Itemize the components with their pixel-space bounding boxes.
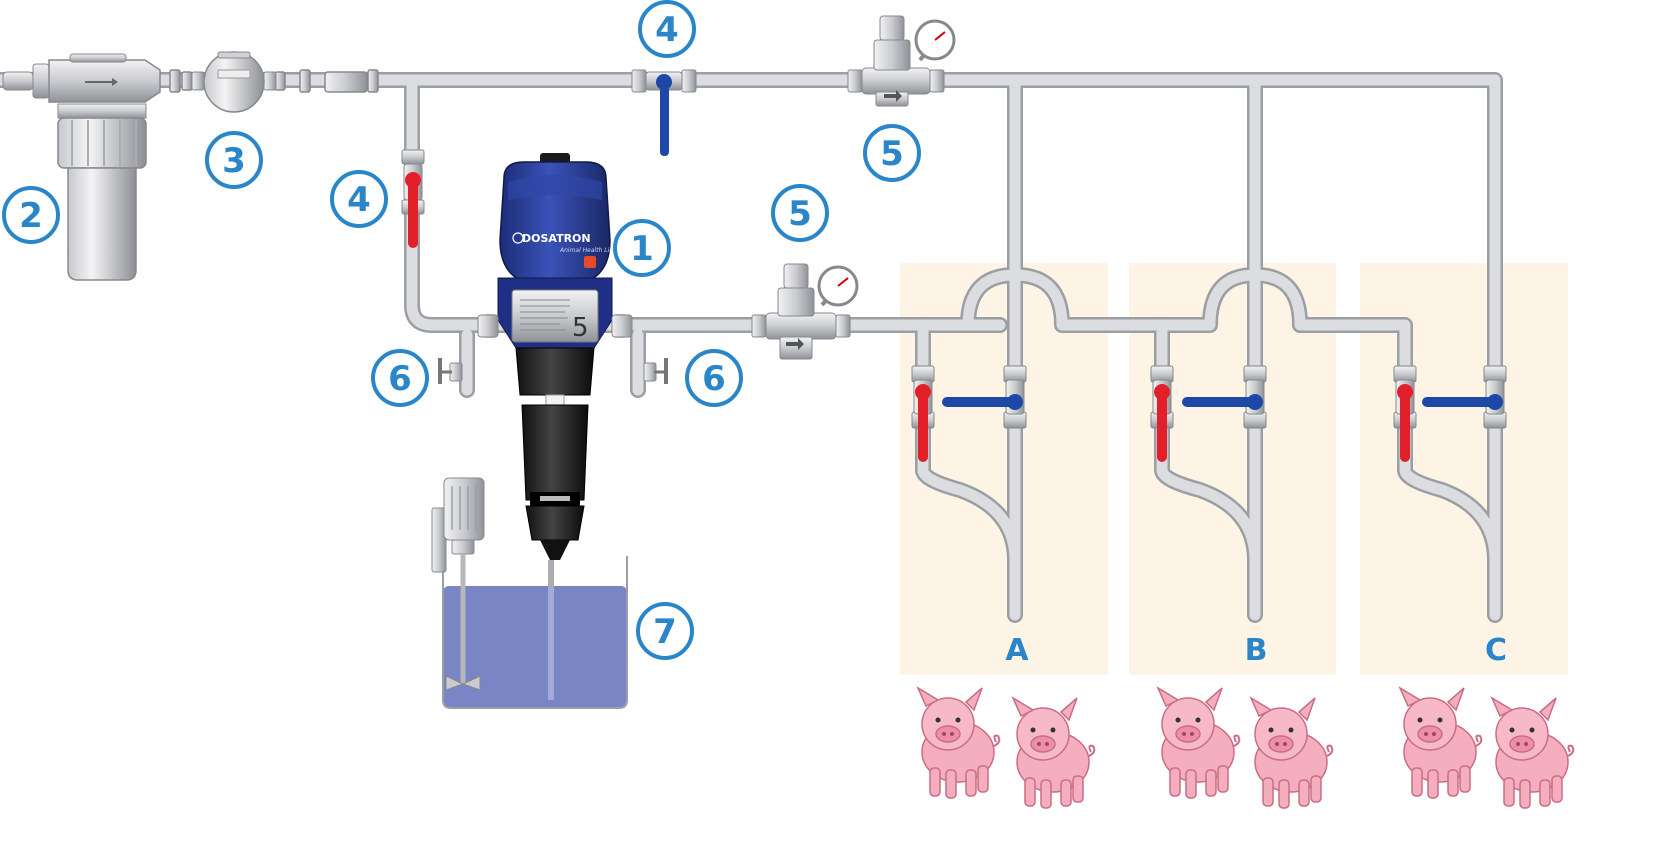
mixing-tank (442, 556, 628, 709)
callout-6-right (685, 349, 743, 407)
pig-icon (1399, 687, 1483, 799)
dosatron-pump: DOSATRON Animal Health Line 5 (477, 153, 633, 560)
pen-label-b: B (1245, 633, 1268, 668)
ball-valve-icon (401, 149, 425, 248)
dosatron-model-mark: 5 (572, 313, 589, 343)
pig-icon (1012, 697, 1096, 809)
mixer-motor (431, 477, 485, 691)
callout-2 (2, 186, 60, 244)
callout-5-mid-number: 5 (788, 194, 812, 234)
callout-5-top (863, 124, 921, 182)
pen-valves-b (1150, 365, 1267, 462)
pig-icon (1157, 687, 1241, 799)
pig-icon (917, 687, 1001, 799)
callout-6-left-number: 6 (388, 359, 412, 399)
callout-4-top (638, 0, 696, 58)
dosatron-subtitle: Animal Health Line (559, 247, 617, 254)
callout-2-number: 2 (19, 196, 43, 236)
callout-3-number: 3 (222, 141, 246, 181)
callout-5-top-number: 5 (880, 134, 904, 174)
callout-5-mid (771, 184, 829, 242)
drain-tap-right (643, 358, 668, 384)
callout-1 (613, 219, 671, 277)
callout-6-left (371, 349, 429, 407)
dosatron-brand: DOSATRON (522, 232, 591, 245)
pen-valves-a (911, 365, 1027, 462)
callout-6-right-number: 6 (702, 359, 726, 399)
callout-4-left-number: 4 (347, 180, 371, 220)
pipe-network (0, 72, 1503, 623)
pen-label-c: C (1485, 633, 1507, 668)
pressure-reducer-top (847, 15, 956, 107)
pressure-reducer-bottom (751, 263, 859, 360)
callout-4-top-number: 4 (655, 10, 679, 50)
callout-1-number: 1 (630, 229, 654, 269)
callout-7-number: 7 (653, 612, 677, 652)
pipe-fittings (169, 69, 627, 338)
callout-7 (636, 602, 694, 660)
pig-icon (1491, 697, 1575, 809)
water-filter (2, 53, 161, 281)
pen-label-a: A (1005, 633, 1029, 668)
callout-3 (205, 131, 263, 189)
ball-valve-icon (631, 69, 697, 156)
callout-4-left (330, 170, 388, 228)
pig-icon (1250, 697, 1334, 809)
water-meter (191, 51, 277, 113)
drain-tap-left (438, 358, 463, 384)
pen-valves-c (1393, 365, 1507, 462)
